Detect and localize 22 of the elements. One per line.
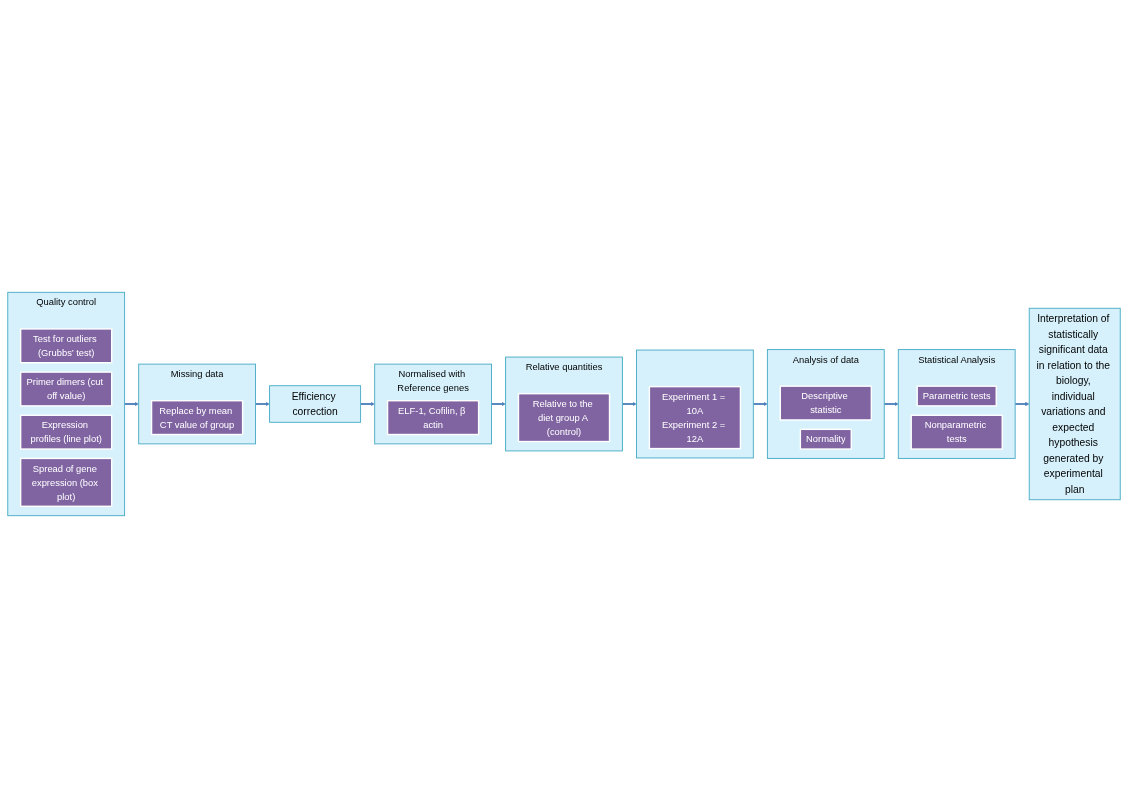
- node-box: Expression profiles (line plot): [19, 414, 112, 450]
- node-box: Spread of gene expression (box plot): [19, 457, 112, 507]
- node-box: ELF-1, Cofilin, β actin: [386, 399, 479, 435]
- node-box: Interpretation of statistically significant data in relation to the biology, individual variations and expected hypothesis generated by experimental plan: [1028, 307, 1121, 500]
- arrow: [882, 401, 898, 406]
- node-box: Primer dimers (cut off value): [19, 370, 112, 407]
- arrow: [751, 401, 768, 406]
- arrow: [359, 401, 375, 406]
- node-box: Efficiency correction: [268, 384, 361, 423]
- arrow: [620, 401, 637, 406]
- node-box: Nonparametric tests: [910, 414, 1003, 450]
- arrow: [123, 401, 139, 406]
- arrow: [490, 401, 506, 406]
- node-box: Parametric tests: [916, 384, 997, 407]
- cluster: [635, 349, 754, 458]
- node-box: Experiment 1 = 10A Experiment 2 = 12A: [648, 385, 741, 449]
- node-box: Normality: [799, 428, 852, 450]
- node-box: Descriptive statistic: [779, 384, 872, 421]
- node-box: Test for outliers (Grubbs’ test): [19, 327, 112, 363]
- arrow: [254, 401, 270, 406]
- node-box: Replace by mean CT value of group: [150, 399, 243, 435]
- node-box: Relative to the diet group A (control): [517, 392, 610, 442]
